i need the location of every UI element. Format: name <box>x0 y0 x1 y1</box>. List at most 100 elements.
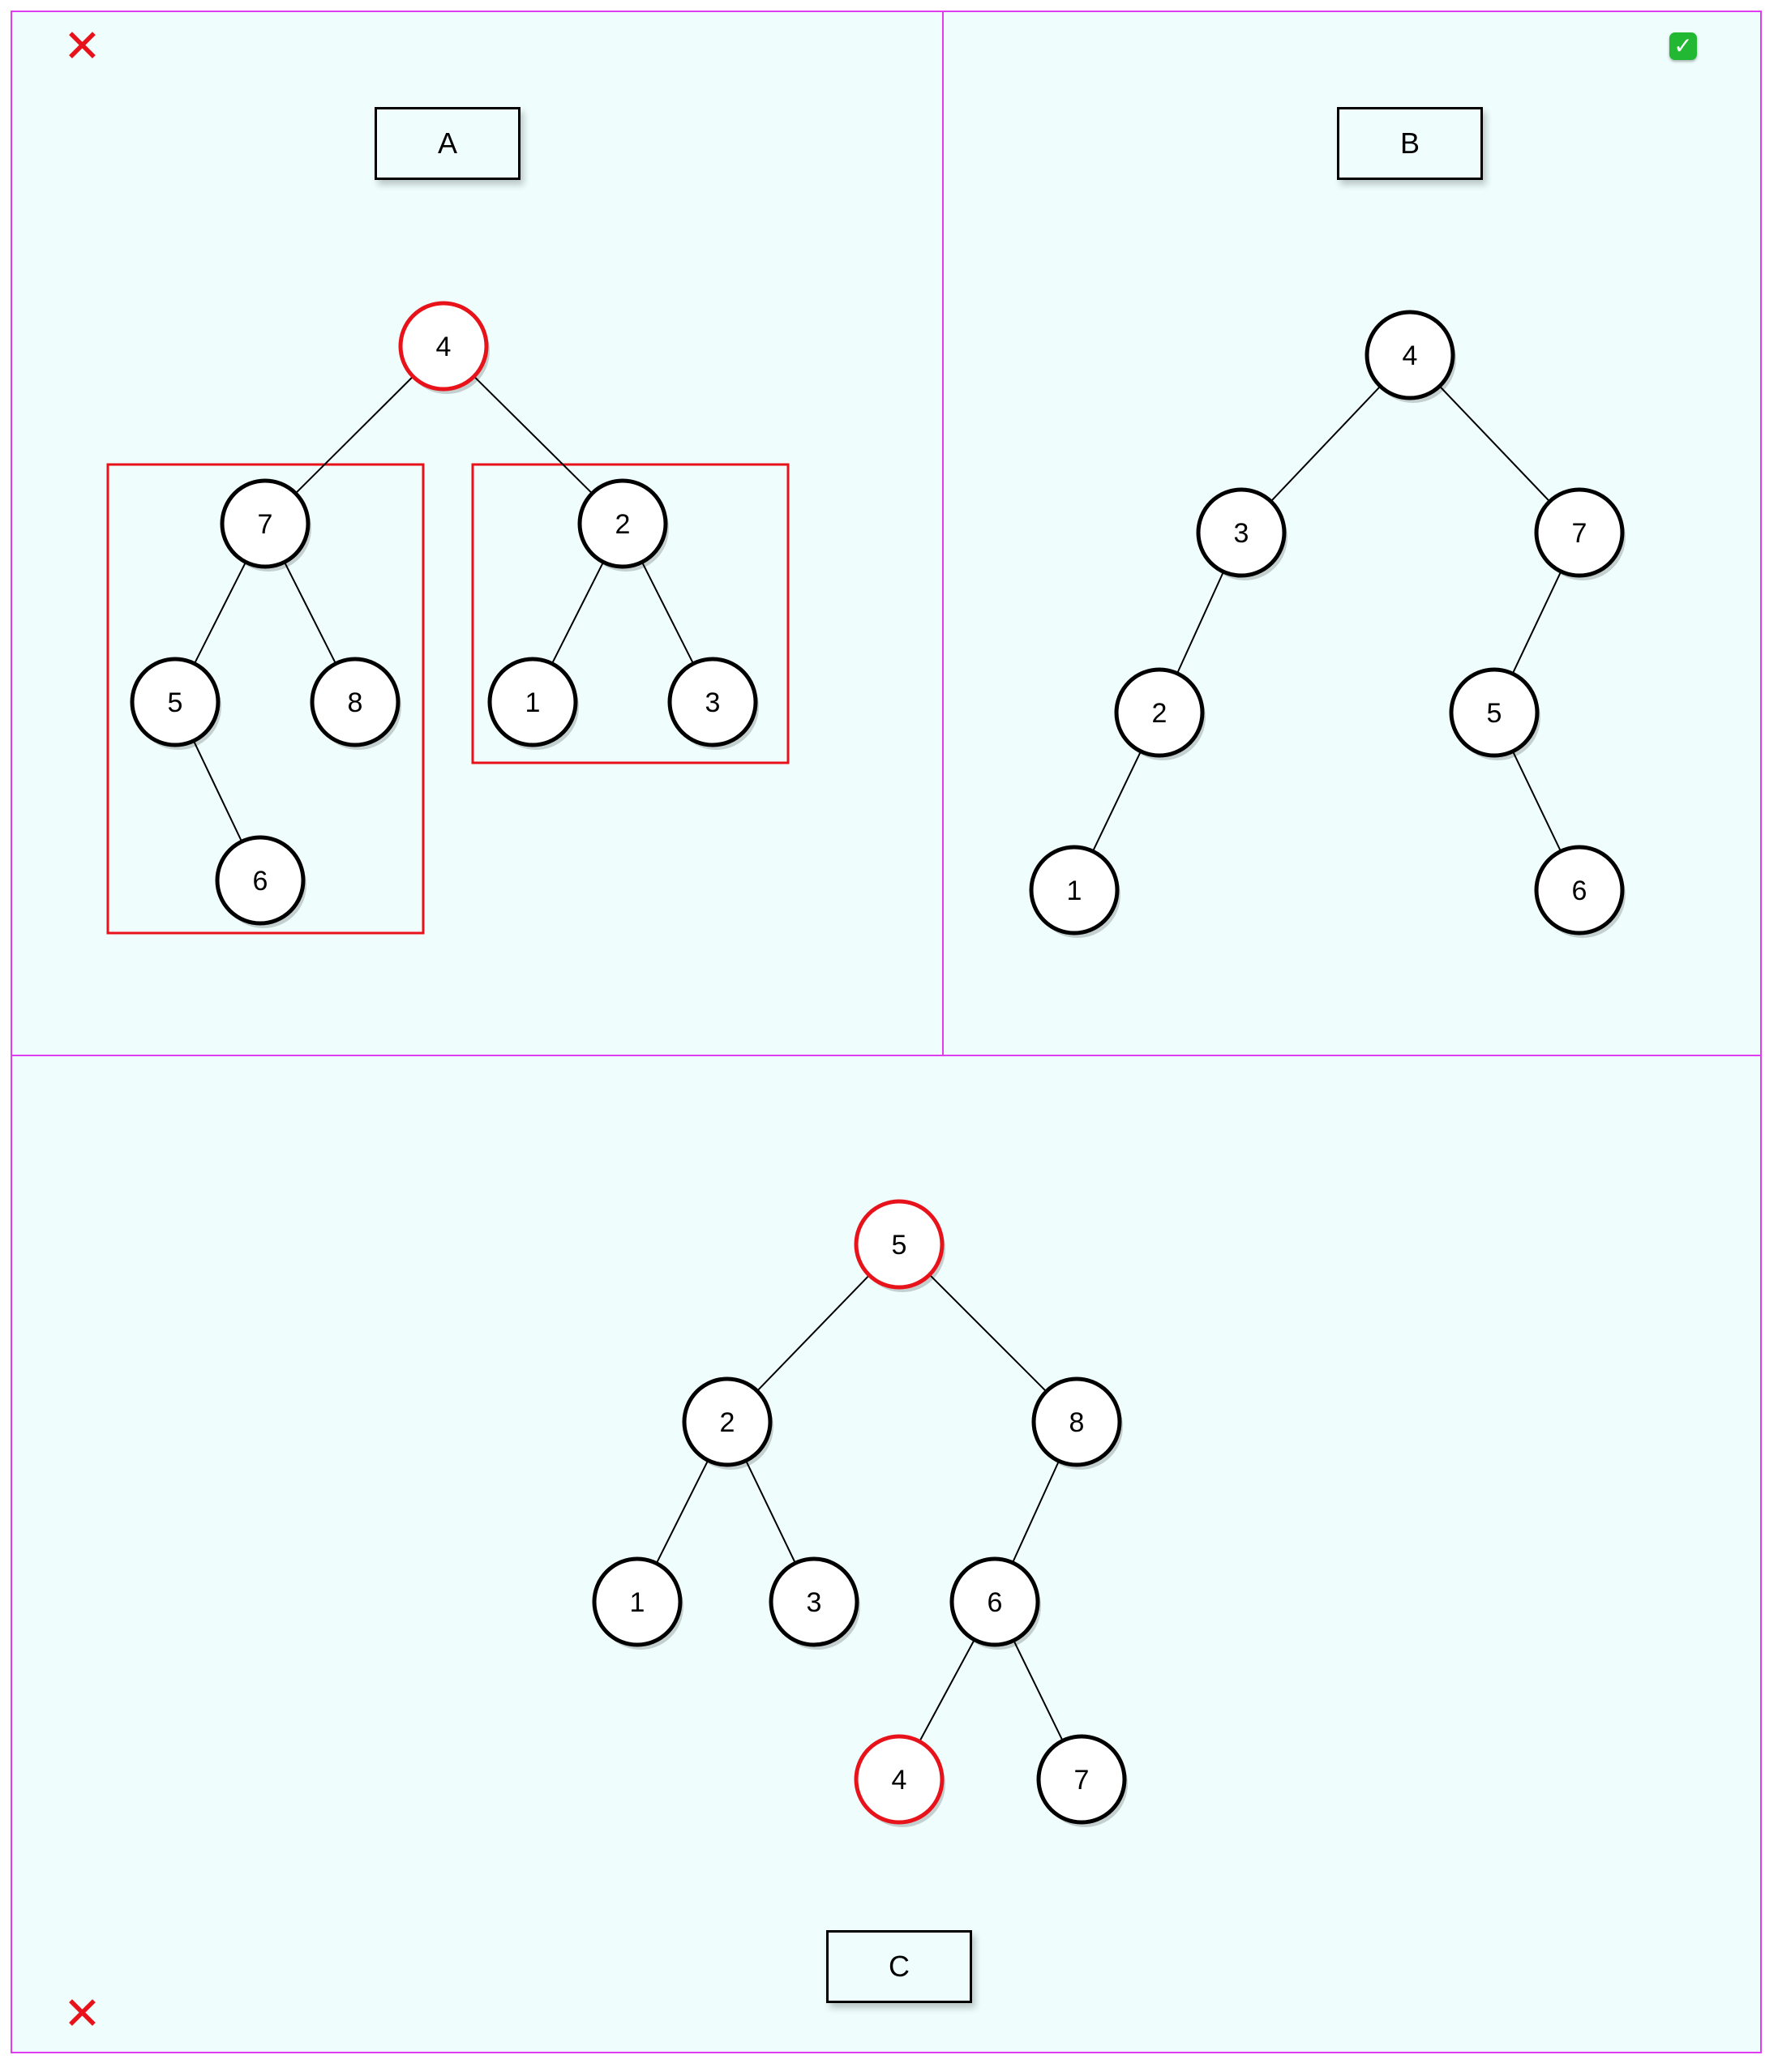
node-label: 8 <box>348 687 363 718</box>
node-circle <box>130 657 221 747</box>
node-label: 5 <box>892 1230 907 1261</box>
panel-a-right-subtree-box <box>471 463 790 764</box>
node-circle <box>592 1556 683 1647</box>
node-circle <box>769 1556 859 1647</box>
edge-c5-c8 <box>928 1274 1048 1393</box>
node-circle <box>1114 667 1205 758</box>
cross-icon: ✕ <box>63 20 101 73</box>
tree-node-b-6: 6 <box>1534 845 1626 938</box>
tree-node-a-1: 1 <box>487 657 579 750</box>
tree-node-b-3: 3 <box>1196 487 1287 580</box>
tree-edges <box>192 375 1562 1742</box>
edge-a4-a7 <box>294 375 414 494</box>
node-label: 2 <box>615 509 631 540</box>
node-label: 2 <box>720 1407 735 1438</box>
node-label: 1 <box>525 687 541 718</box>
tree-node-c-2: 2 <box>682 1376 773 1470</box>
panel-a-left-subtree-box <box>106 463 425 935</box>
edge-b4-b3 <box>1270 385 1382 503</box>
subtree-highlights <box>106 463 790 935</box>
node-circle <box>398 301 489 392</box>
node-circle <box>1196 487 1287 578</box>
node-circle <box>1534 845 1625 935</box>
node-label: 4 <box>436 332 452 362</box>
node-circle <box>667 657 758 747</box>
node-label: 6 <box>988 1587 1003 1618</box>
node-label: 4 <box>892 1765 907 1796</box>
node-label: 7 <box>258 509 273 540</box>
tree-nodes: 4 7 2 5 8 1 3 6 4 3 7 2 5 1 6 5 2 8 1 3 6 4 7 <box>130 301 1626 1827</box>
edge-a7-a8 <box>283 561 337 665</box>
tree-node-a-7: 7 <box>220 478 311 572</box>
tree-node-a-4: 4 <box>398 301 490 394</box>
edge-c6-c7 <box>1013 1640 1064 1741</box>
tree-node-a-6: 6 <box>215 835 306 928</box>
edge-b2-b1 <box>1092 751 1142 852</box>
edge-b3-b2 <box>1176 571 1224 674</box>
tree-node-b-1: 1 <box>1029 845 1120 938</box>
panel-a-label: A <box>375 107 521 180</box>
node-circle <box>215 835 306 926</box>
node-label: 5 <box>1487 698 1502 729</box>
panel-c-label: C <box>826 1930 972 2003</box>
tree-node-a-3: 3 <box>667 657 759 750</box>
tree-node-c-7: 7 <box>1036 1734 1128 1827</box>
node-circle <box>682 1376 773 1467</box>
node-circle <box>1029 845 1120 935</box>
tree-node-c-8: 8 <box>1031 1376 1123 1470</box>
tree-node-a-5: 5 <box>130 657 221 750</box>
node-circle <box>854 1199 945 1290</box>
node-label: 7 <box>1074 1765 1090 1796</box>
node-circle <box>487 657 578 747</box>
node-label: 1 <box>1067 875 1082 906</box>
edge-a4-a2 <box>473 375 593 494</box>
edge-b7-b5 <box>1511 571 1562 674</box>
node-label: 6 <box>1572 875 1587 906</box>
edge-c2-c3 <box>745 1460 796 1564</box>
node-label: 3 <box>705 687 721 718</box>
tree-node-a-8: 8 <box>310 657 401 750</box>
tree-node-c-1: 1 <box>592 1556 683 1650</box>
node-label: 8 <box>1069 1407 1085 1438</box>
tree-node-b-4: 4 <box>1365 310 1456 403</box>
edge-a2-a1 <box>551 561 605 665</box>
node-label: 1 <box>630 1587 645 1618</box>
node-label: 3 <box>1234 518 1249 549</box>
edge-c6-c4 <box>919 1639 975 1742</box>
checkmark-icon: ✓ <box>1669 32 1697 60</box>
node-label: 3 <box>807 1587 822 1618</box>
tree-node-c-5: 5 <box>854 1199 945 1292</box>
tree-node-b-5: 5 <box>1449 667 1540 760</box>
node-circle <box>1031 1376 1122 1467</box>
node-circle <box>310 657 401 747</box>
edge-b4-b7 <box>1438 385 1551 503</box>
node-circle <box>577 478 668 569</box>
edge-c2-c1 <box>655 1459 709 1565</box>
node-label: 5 <box>168 687 183 718</box>
tree-node-c-4: 4 <box>854 1734 945 1827</box>
node-circle <box>1534 487 1625 578</box>
edge-a7-a5 <box>193 561 247 665</box>
node-label: 6 <box>253 866 268 897</box>
panel-b-label: B <box>1337 107 1483 180</box>
node-circle <box>1365 310 1455 400</box>
node-label: 2 <box>1152 698 1167 729</box>
edge-a5-a6 <box>192 740 243 842</box>
tree-node-a-2: 2 <box>577 478 669 572</box>
node-circle <box>1036 1734 1127 1825</box>
tree-node-b-2: 2 <box>1114 667 1206 760</box>
node-circle <box>220 478 311 569</box>
node-circle <box>1449 667 1540 758</box>
node-label: 4 <box>1403 340 1418 371</box>
node-label: 7 <box>1572 518 1587 549</box>
edge-a2-a3 <box>641 561 695 665</box>
edge-c8-c6 <box>1012 1460 1060 1564</box>
tree-node-b-7: 7 <box>1534 487 1626 580</box>
node-circle <box>949 1556 1040 1647</box>
node-circle <box>854 1734 945 1825</box>
edge-b5-b6 <box>1512 751 1562 852</box>
tree-node-c-6: 6 <box>949 1556 1041 1650</box>
cross-icon: ✕ <box>63 1988 101 2040</box>
edge-c5-c2 <box>756 1274 870 1392</box>
